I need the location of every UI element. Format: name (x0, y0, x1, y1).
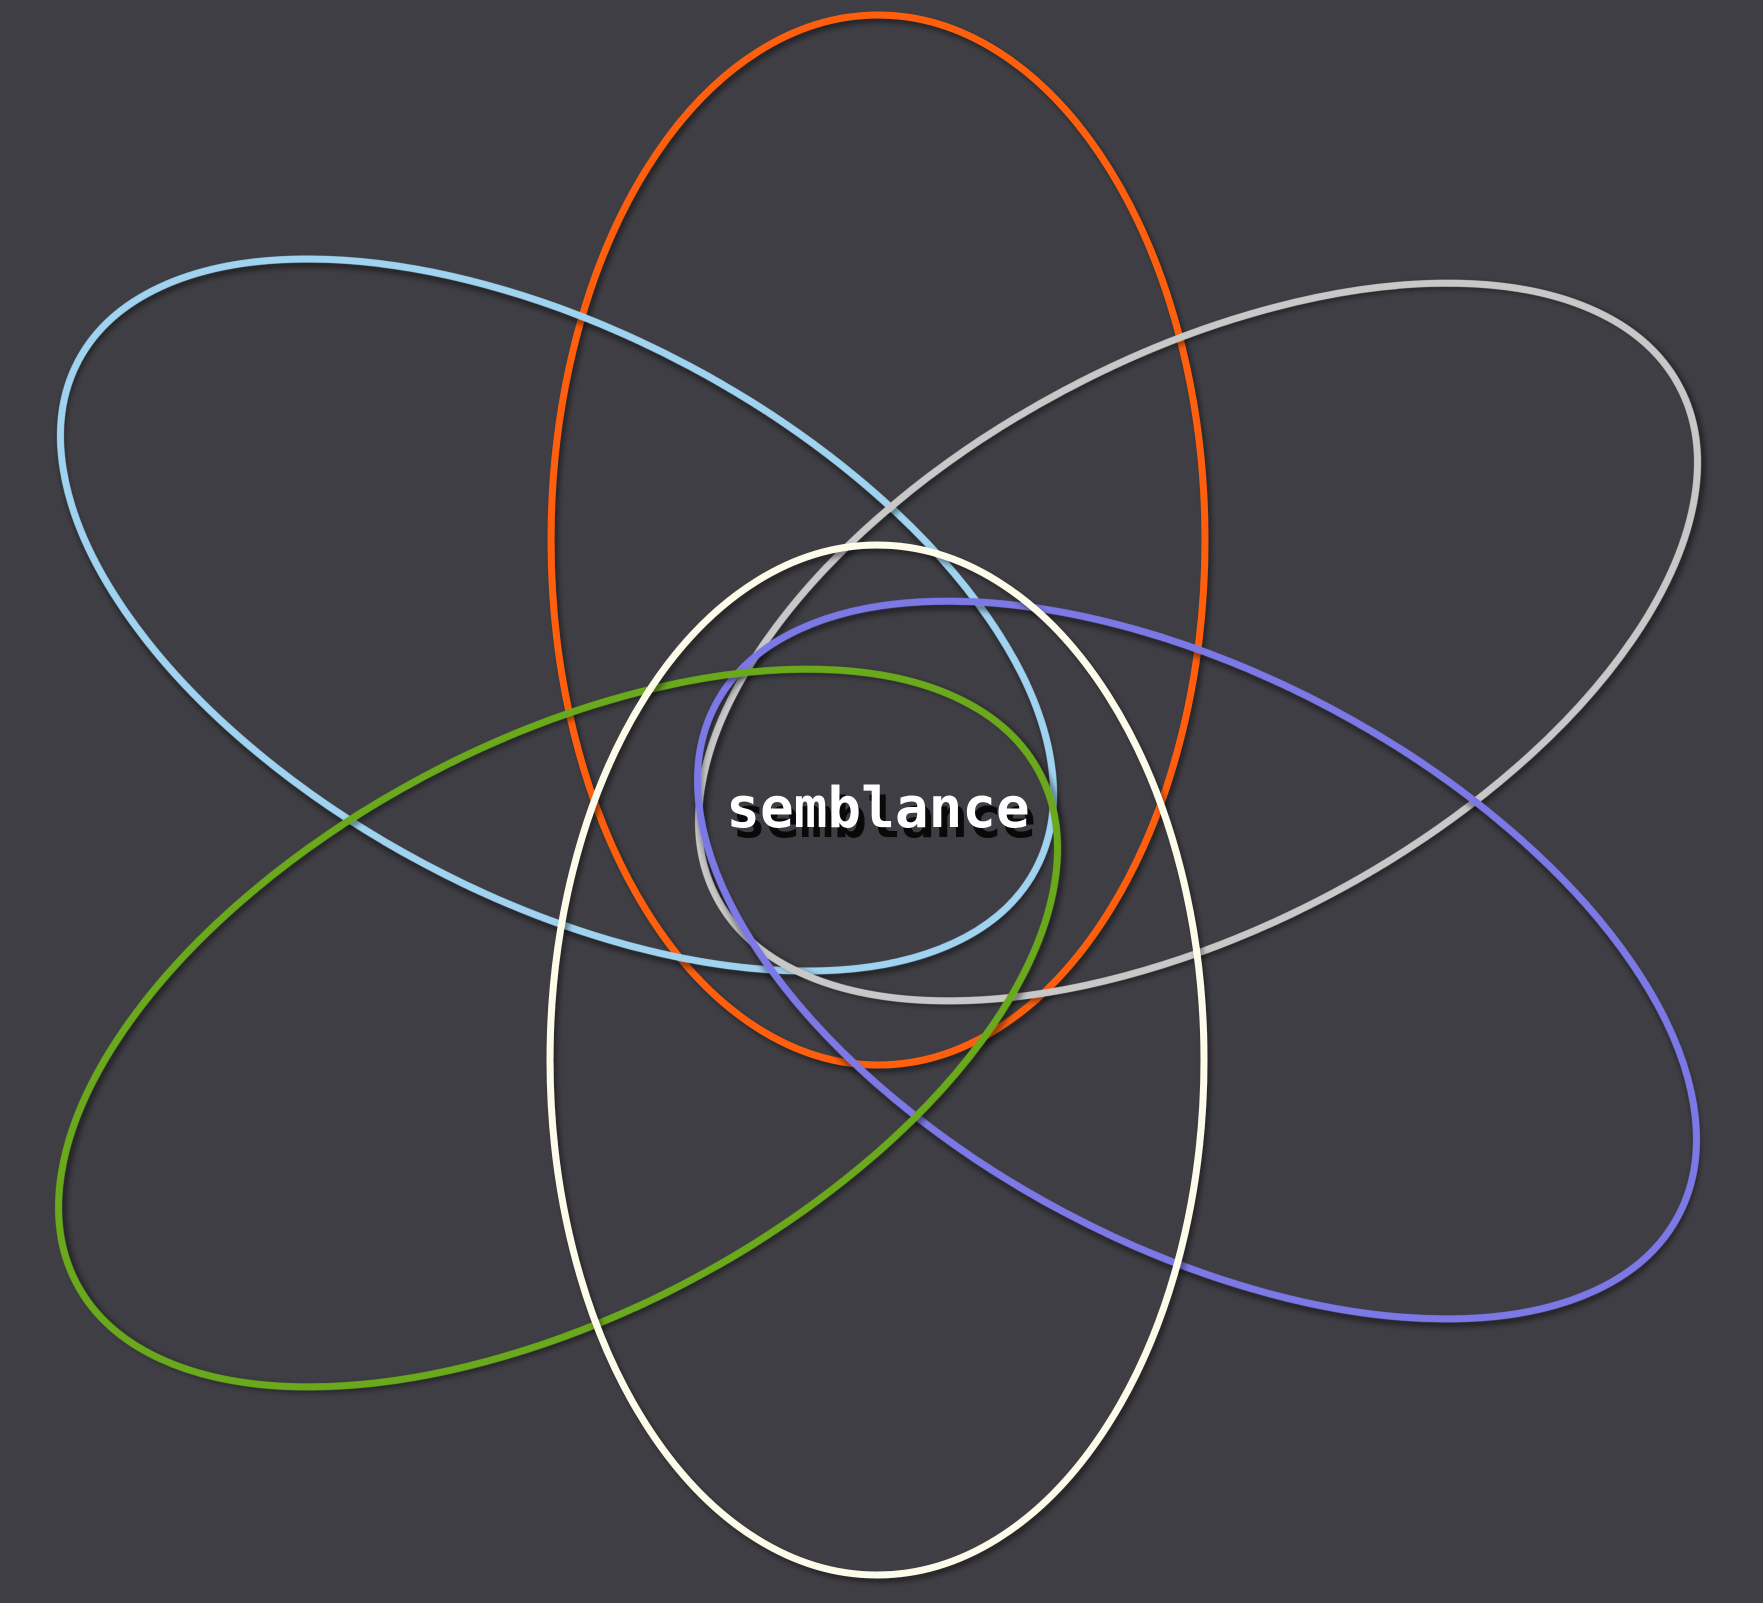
logo-text-shadow: semblance (732, 786, 1035, 851)
light-blue-orbit (56, 255, 1058, 975)
cream-orbit (546, 541, 1208, 1579)
silver-orbit (695, 279, 1701, 1005)
green-orbit (55, 665, 1061, 1391)
logo-text: semblance (726, 776, 1029, 841)
orange-orbit (547, 11, 1209, 1069)
violet-orbit (694, 597, 1700, 1323)
